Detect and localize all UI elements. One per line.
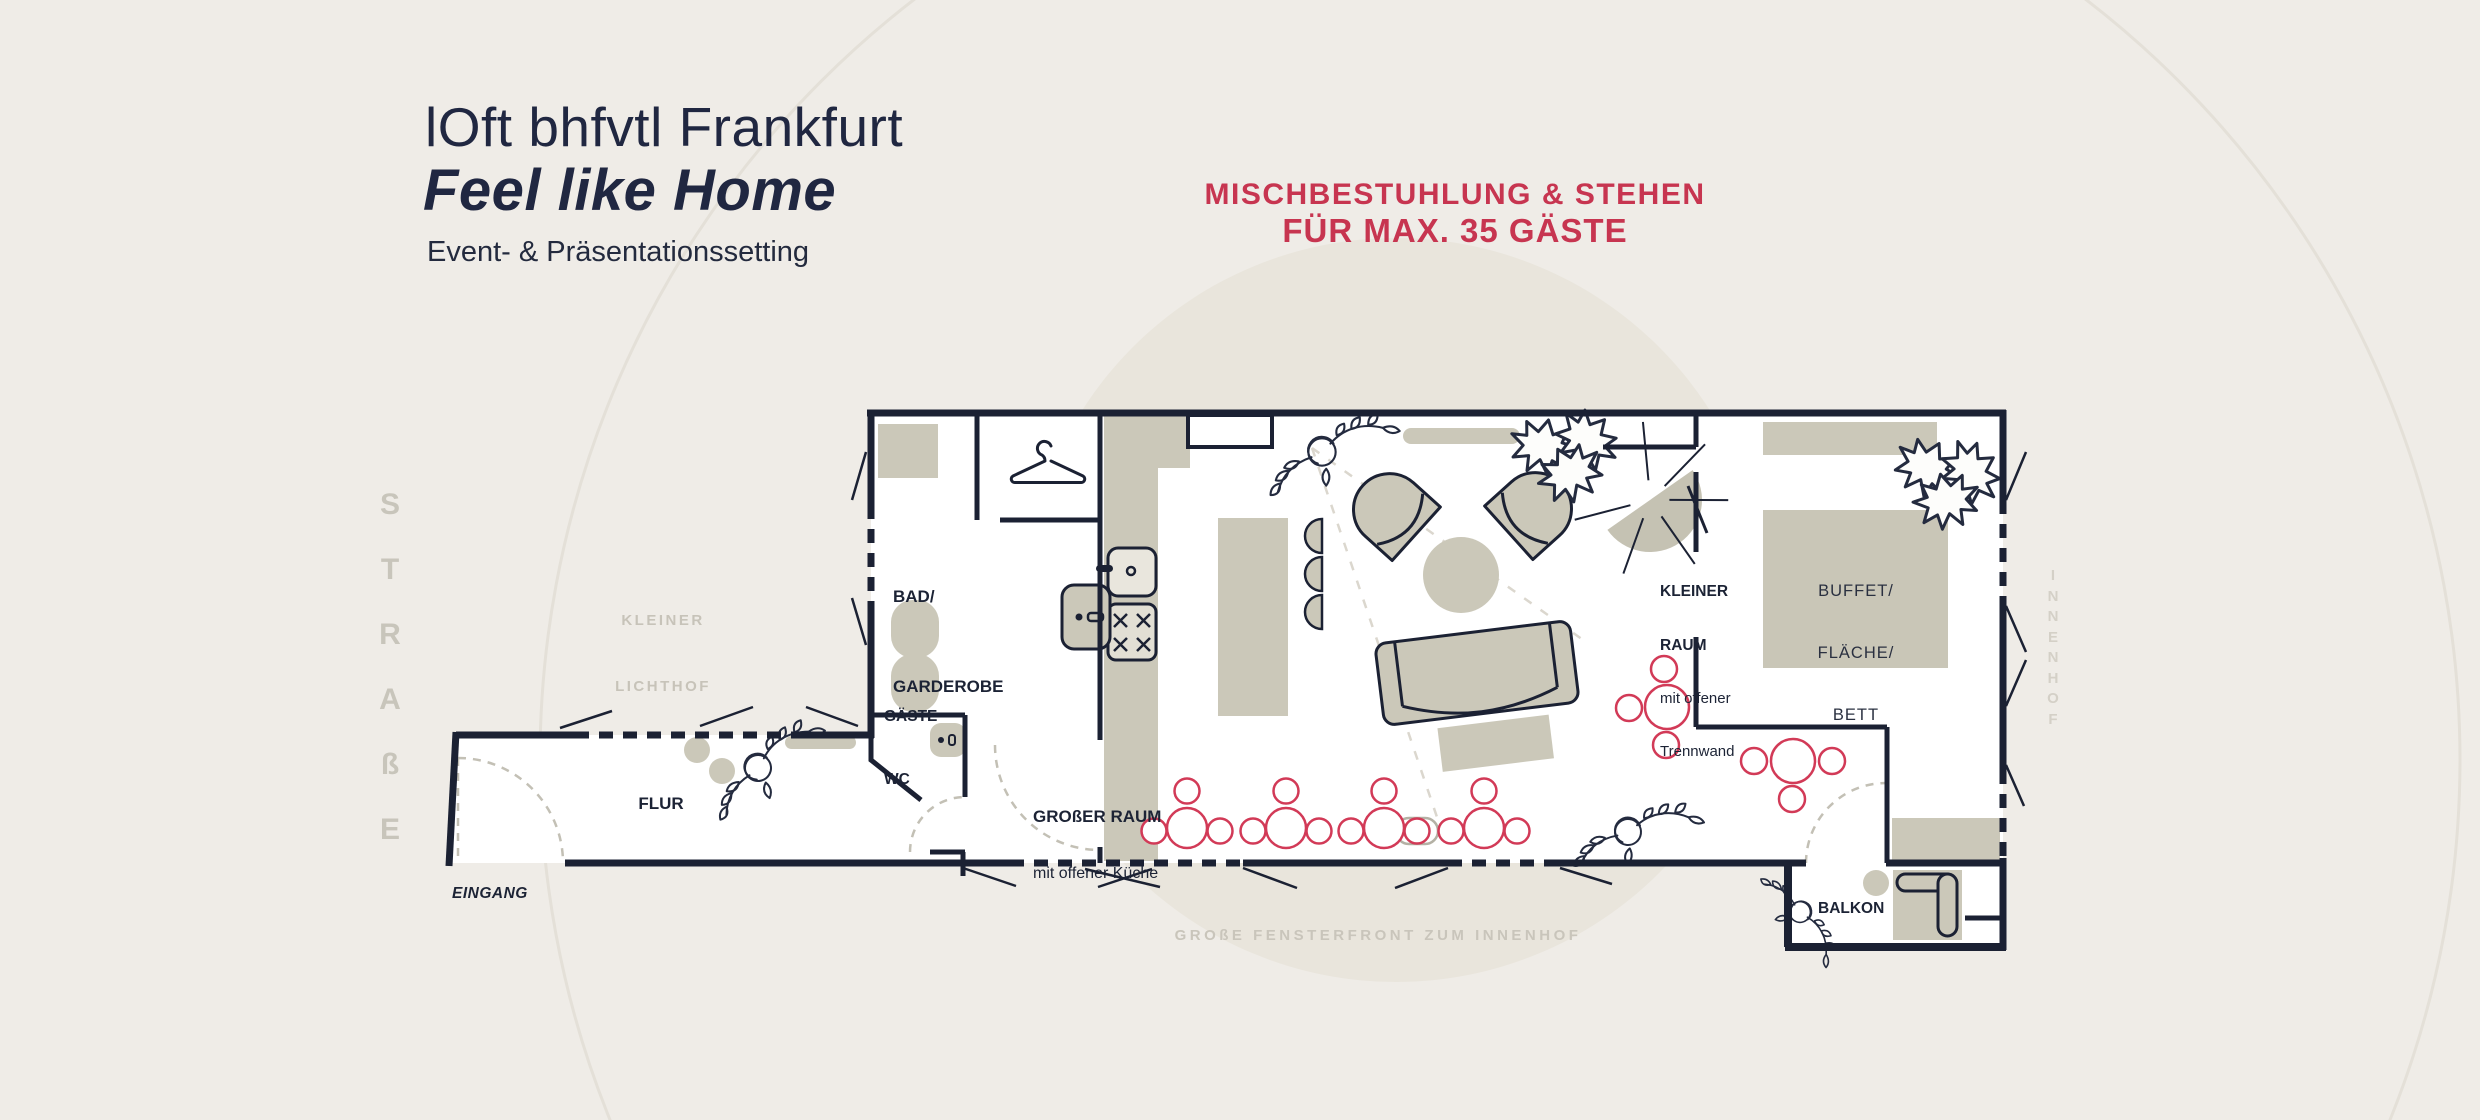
room-label-balkon: BALKON — [1818, 900, 1885, 917]
bathtub-top — [891, 600, 939, 658]
flur-stool-1 — [684, 737, 710, 763]
tv-sideboard — [1403, 428, 1520, 444]
standing-table-group — [1140, 777, 1234, 850]
shower — [878, 424, 938, 478]
toilet-icon — [930, 723, 966, 757]
room-label-flur: FLUR — [638, 794, 684, 813]
capacity-note-line2: FÜR MAX. 35 GÄSTE — [1282, 212, 1628, 249]
door-arcs — [456, 744, 1887, 864]
standing-table-group — [1614, 654, 1691, 760]
room-label-buffet: BUFFET/ FLÄCHE/ BETT — [1817, 582, 1895, 724]
standing-table-group — [1337, 777, 1431, 850]
standing-table-group — [1437, 777, 1531, 850]
kitchen-island — [1218, 518, 1288, 716]
kitchen-counter — [1104, 468, 1158, 861]
storage-strip — [1892, 818, 2000, 860]
sink-icon — [1096, 546, 1158, 598]
innenhof-label: I N N E N H O F — [2047, 567, 2059, 728]
kitchen-cabinet — [1104, 414, 1190, 468]
sofa — [1374, 620, 1580, 772]
lichthof-label: KLEINER LICHTHOF — [615, 612, 711, 695]
flur-sideboard — [785, 736, 856, 749]
bed-buffet-area — [1763, 510, 1948, 668]
room-label-wc: GÄSTE WC — [884, 708, 938, 788]
stove-icon — [1106, 602, 1158, 662]
street-label: S T R A ß E — [379, 488, 401, 846]
window-front-label: GROßE FENSTERFRONT ZUM INNENHOF — [1174, 927, 1582, 944]
bathtub-bottom — [891, 654, 939, 712]
balcony-sofa — [1895, 872, 1959, 938]
room-label-bad: BAD/ GARDEROBE — [893, 587, 1004, 696]
hanger-icon — [1009, 439, 1087, 484]
room-label-grosser-raum: GROßER RAUM mit offener Küche — [1033, 807, 1162, 882]
balcony-table — [1863, 870, 1889, 896]
standing-tables — [1140, 654, 1847, 850]
flur-stool-2 — [709, 758, 735, 784]
page-subtitle: Feel like Home — [423, 158, 837, 223]
island-stools — [1303, 517, 1324, 631]
eingang-label: EINGANG — [452, 885, 528, 902]
furniture — [684, 414, 2000, 940]
coffee-table — [1423, 537, 1499, 613]
page-tagline: Event- & Präsentationssetting — [427, 236, 810, 268]
walls — [445, 409, 2028, 951]
room-label-kleiner-raum: KLEINER RAUM mit offener Trennwand — [1660, 583, 1735, 760]
standing-table-group — [1739, 737, 1847, 814]
partition-fan — [1574, 421, 1729, 574]
capacity-note-line1: MISCHBESTUHLUNG & STEHEN — [1204, 178, 1706, 211]
standing-table-group — [1239, 777, 1333, 850]
washer-icon — [1060, 583, 1112, 651]
page-title: lOft bhfvtl Frankfurt — [425, 96, 904, 158]
